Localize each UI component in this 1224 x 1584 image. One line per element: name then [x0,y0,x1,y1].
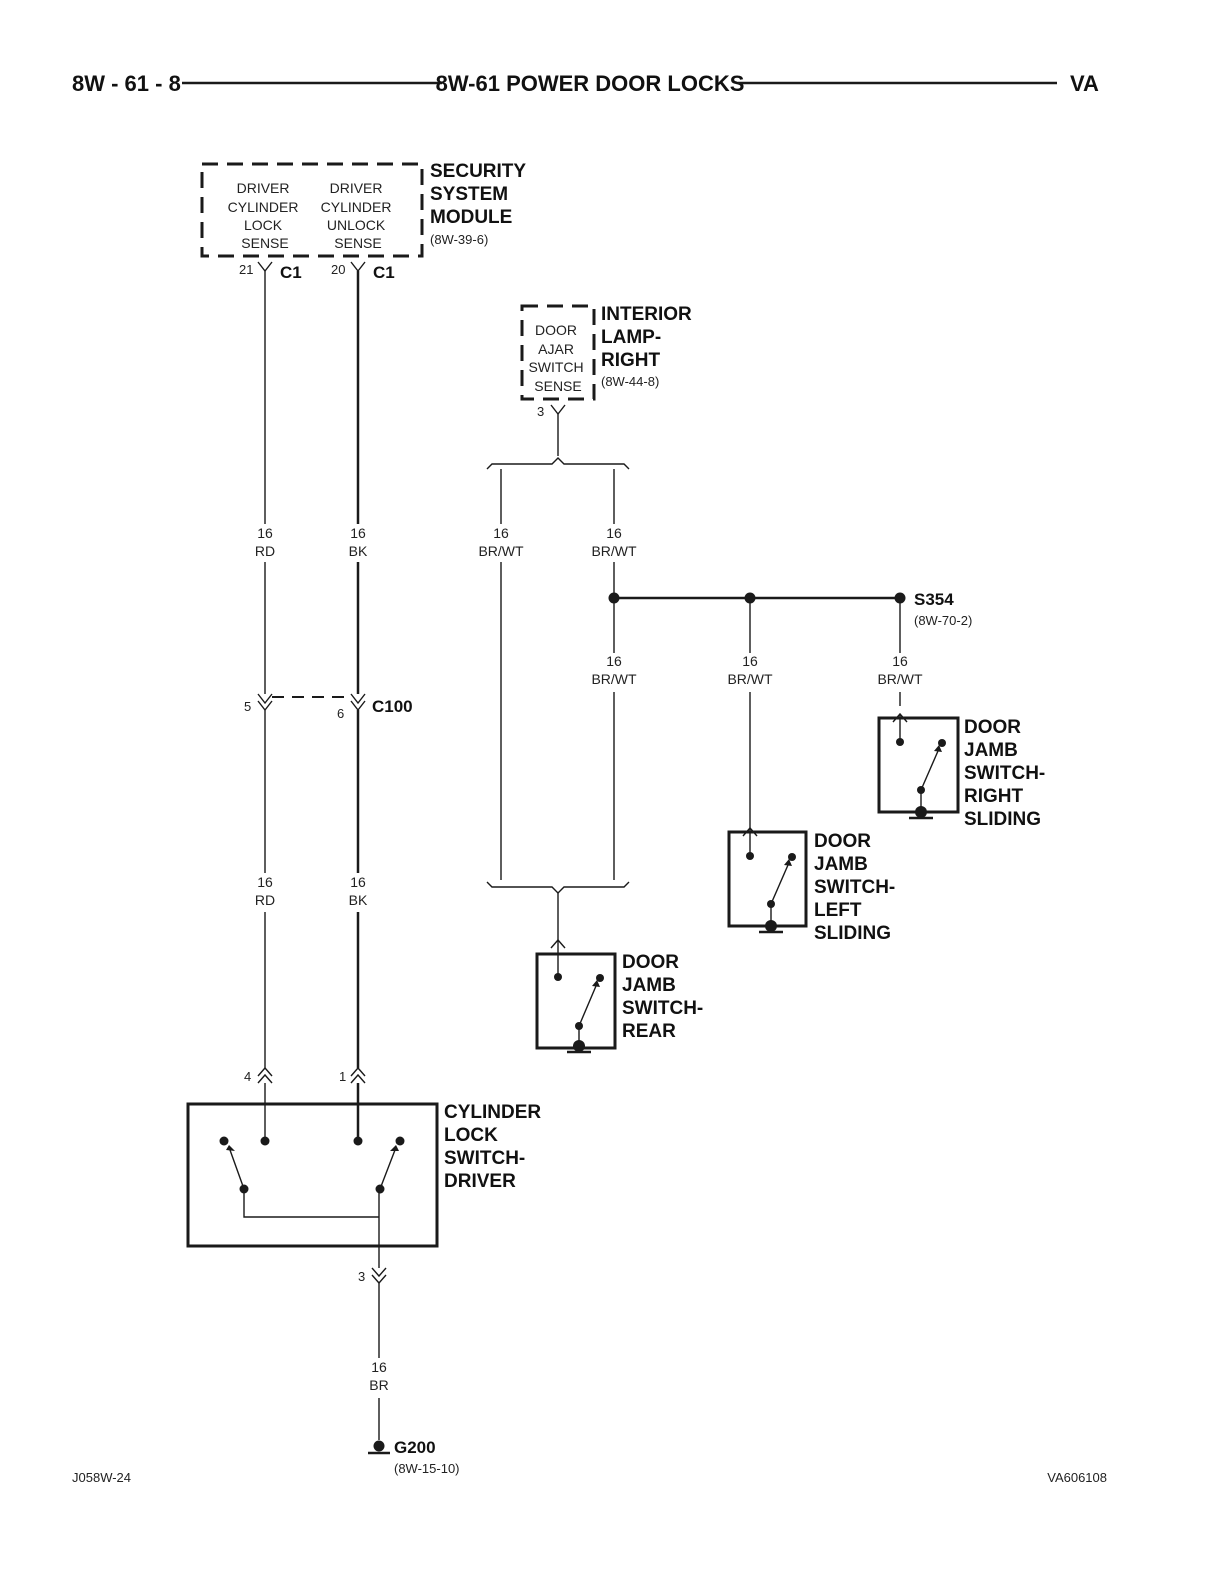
jamb-rear-box [535,952,617,1050]
jamb-left-contact-b [788,853,796,861]
cyl-switch-pin4-symbol [257,1066,273,1084]
jamb-left-blade [770,864,789,905]
jamb-right-box [877,716,960,814]
wire-brwt-d-color: BR/WT [877,671,923,687]
ground-g200-dot [373,1440,385,1452]
jamb-rear-name: DOOR JAMB SWITCH- REAR [622,952,709,1042]
wire-bundle-brace-top [486,457,630,470]
splice-node-a [608,592,620,604]
jamb-rear-blade [578,985,597,1027]
cyl-switch-blade-left [229,1149,245,1190]
splice-s354-label: S354 [914,590,954,609]
cyl-switch-terminal-a [260,1136,270,1146]
wire-brwt-a-gauge: 16 [493,525,509,541]
wire-brwt-a-color: BR/WT [478,543,524,559]
wire-brwt-b-gauge: 16 [606,525,622,541]
jamb-right-ground-dot [915,806,927,818]
jamb-left-arrow [784,859,792,866]
connector-c1-label-a: C1 [280,263,302,282]
page-title: 8W-61 POWER DOOR LOCKS [436,71,745,96]
jamb-right-name: DOOR JAMB SWITCH- RIGHT SLIDING [964,717,1051,830]
wire-bk-gauge-lower: 16 [350,874,366,890]
cyl-switch-arrow-left [226,1145,235,1151]
wire-brwt-d-gauge: 16 [892,653,908,669]
cyl-switch-blade-right [379,1149,396,1190]
jamb-left-box [727,830,808,928]
cyl-switch-terminal-b [353,1136,363,1146]
splice-s354-ref: (8W-70-2) [914,613,972,628]
connector-c100-pin5-symbol [257,693,273,712]
jamb-left-ground-dot [765,920,777,932]
cylinder-lock-switch-box [186,1102,439,1248]
footer-right-code: VA606108 [1047,1470,1107,1485]
cyl-switch-pin1-symbol [350,1066,366,1084]
security-module-box [200,162,424,258]
door-ajar-sense-label: DOOR AJAR SWITCH SENSE [528,322,587,394]
interior-lamp-ref: (8W-44-8) [601,374,659,389]
pin-21-number: 21 [239,262,253,277]
jamb-right-blade [920,750,939,791]
jamb-left-contact [746,852,754,860]
pin-lock-sense-label: DRIVER CYLINDER LOCK SENSE [228,180,303,251]
wire-br-gauge: 16 [371,1359,387,1375]
ground-g200-label: G200 [394,1438,436,1457]
jamb-left-name: DOOR JAMB SWITCH- LEFT SLIDING [814,831,901,944]
wire-brwt-c-gauge: 16 [742,653,758,669]
wire-brwt-c-color: BR/WT [727,671,773,687]
jamb-rear-arrow [592,980,600,987]
pin-20-number: 20 [331,262,345,277]
wire-brwt-b2-color: BR/WT [591,671,637,687]
cyl-switch-pin-4: 4 [244,1069,251,1084]
jamb-right-contact [896,738,904,746]
wire-bk-gauge-upper: 16 [350,525,366,541]
cyl-switch-common-bus [243,1189,379,1218]
c100-pin-6: 6 [337,706,344,721]
cyl-switch-pin-1: 1 [339,1069,346,1084]
jamb-rear-contact [554,973,562,981]
cyl-switch-contact-unlock [395,1136,405,1146]
wire-rd-color-upper: RD [255,543,275,559]
connector-c1-pin20-symbol [350,261,366,273]
pin-unlock-sense-label: DRIVER CYLINDER UNLOCK SENSE [321,180,396,251]
cylinder-lock-switch-name: CYLINDER LOCK SWITCH- DRIVER [444,1102,546,1192]
wire-brwt-b2-gauge: 16 [606,653,622,669]
wire-brwt-b-color: BR/WT [591,543,637,559]
page-ref: 8W - 61 - 8 [72,71,181,96]
interior-lamp-pin-3: 3 [537,404,544,419]
vehicle-code: VA [1070,71,1099,96]
interior-lamp-box [520,304,596,401]
cyl-switch-pin-3: 3 [358,1269,365,1284]
interior-lamp-name: INTERIOR LAMP- RIGHT [601,304,697,371]
jamb-right-arrow [934,745,942,752]
jamb-rear-ground-dot [573,1040,585,1052]
security-module-ref: (8W-39-6) [430,232,488,247]
footer-left-code: J058W-24 [72,1470,131,1485]
wire-rd-gauge-upper: 16 [257,525,273,541]
wire-bundle-brace-bottom [486,881,630,894]
connector-c100-pin6-symbol [350,693,366,712]
cyl-switch-contact-lock [219,1136,229,1146]
ground-g200-ref: (8W-15-10) [394,1461,460,1476]
cyl-switch-arrow-right [390,1145,399,1151]
jamb-right-contact-b [938,739,946,747]
connector-c100-label: C100 [372,697,413,716]
security-module-name: SECURITY SYSTEM MODULE [430,161,531,228]
connector-c1-label-b: C1 [373,263,395,282]
connector-c1-pin21-symbol [257,261,273,273]
jamb-rear-contact-b [596,974,604,982]
cyl-switch-pin3-symbol [371,1267,387,1285]
wire-bk-color-upper: BK [349,543,368,559]
wire-bk-color-lower: BK [349,892,368,908]
wire-rd-gauge-lower: 16 [257,874,273,890]
wire-rd-color-lower: RD [255,892,275,908]
c100-pin-5: 5 [244,699,251,714]
interior-lamp-pin3-symbol [550,404,566,416]
wire-br-color: BR [369,1377,388,1393]
